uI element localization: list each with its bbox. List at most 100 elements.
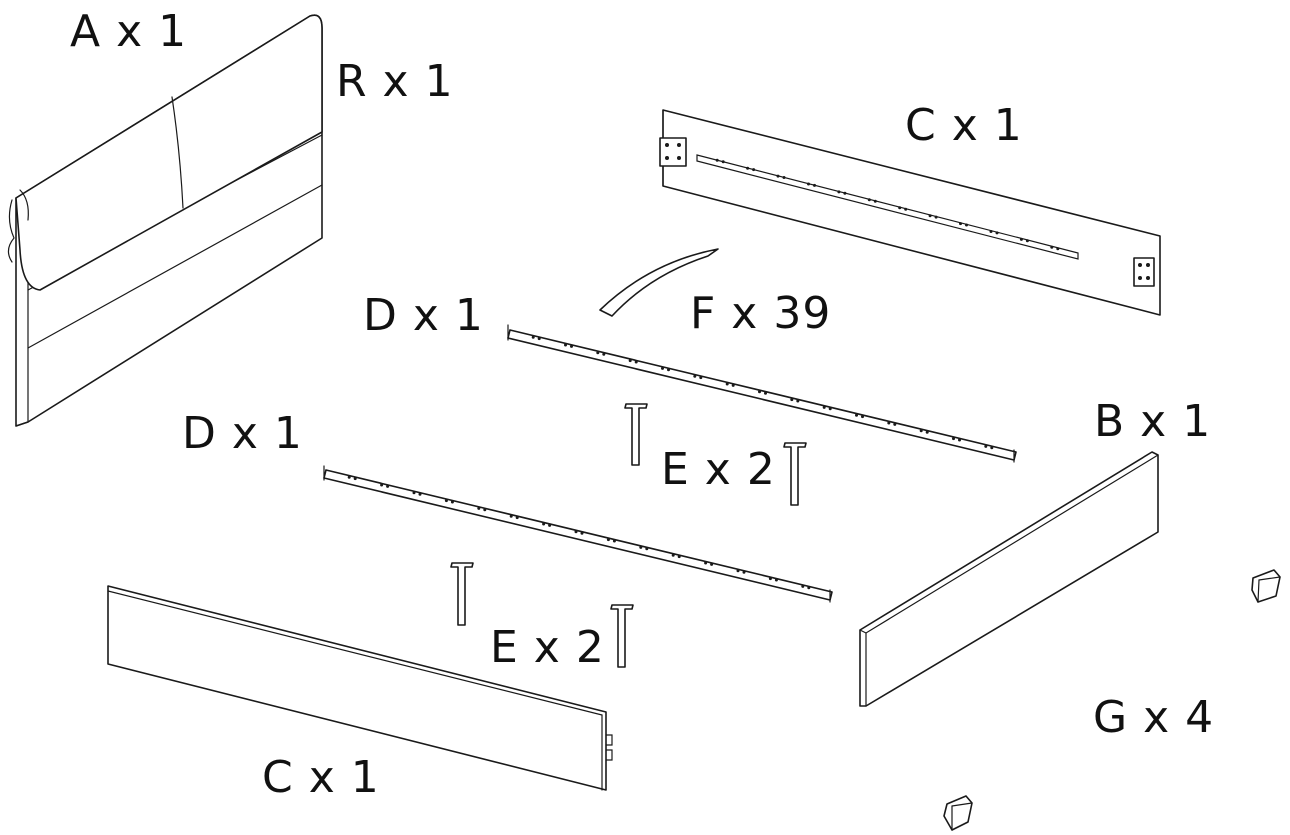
rail-hole bbox=[774, 578, 778, 582]
label-c-top: C x 1 bbox=[905, 100, 1023, 151]
rail-hole bbox=[483, 508, 487, 512]
rail-hole bbox=[758, 390, 761, 394]
label-e-top: E x 2 bbox=[661, 444, 776, 495]
rail-hole bbox=[628, 359, 632, 363]
rail-hole bbox=[606, 538, 610, 542]
bracket-bolt bbox=[665, 156, 669, 160]
rail-hole bbox=[867, 198, 871, 202]
rail-hole bbox=[1056, 247, 1060, 251]
rail-hole bbox=[418, 492, 422, 496]
rail-hole bbox=[347, 475, 351, 479]
rail-hole bbox=[764, 391, 767, 395]
part-e-bottom-legs bbox=[450, 562, 634, 668]
rail-hole bbox=[807, 586, 811, 590]
rail-hole bbox=[548, 523, 552, 527]
rail-hole bbox=[752, 168, 756, 172]
bracket-bolt bbox=[1138, 263, 1142, 267]
rail-hole bbox=[574, 530, 578, 534]
rail-hole bbox=[958, 438, 961, 442]
rail-hole bbox=[639, 545, 643, 549]
rail-hole bbox=[570, 344, 573, 348]
rail-hole bbox=[822, 405, 826, 409]
rail-hole bbox=[386, 484, 390, 488]
rail-hole bbox=[828, 407, 832, 411]
part-g-feet bbox=[943, 569, 1281, 831]
rail-hole bbox=[710, 562, 714, 566]
part-e-top-legs bbox=[624, 403, 807, 506]
label-c-bottom: C x 1 bbox=[262, 752, 380, 803]
label-f: F x 39 bbox=[690, 288, 831, 339]
rail-hole bbox=[353, 477, 357, 481]
rail-hole bbox=[837, 190, 841, 194]
rail-hole bbox=[677, 555, 681, 559]
rail-hole bbox=[1019, 237, 1023, 241]
rail-hole bbox=[796, 399, 800, 403]
rail-hole bbox=[380, 483, 384, 487]
rail-hole bbox=[768, 577, 772, 581]
rail-hole bbox=[934, 215, 938, 219]
rail-hole bbox=[898, 206, 902, 210]
rail-hole bbox=[893, 422, 897, 426]
rail-hole bbox=[990, 446, 994, 450]
rail-hole bbox=[919, 429, 923, 433]
bracket-bolt bbox=[1146, 276, 1150, 280]
rail-hole bbox=[776, 174, 780, 178]
rail-hole bbox=[515, 516, 519, 520]
rail-hole bbox=[450, 500, 454, 504]
rail-hole bbox=[807, 182, 810, 186]
rail-hole bbox=[444, 499, 448, 503]
rail-hole bbox=[984, 444, 988, 448]
rail-hole bbox=[634, 360, 638, 364]
rail-hole bbox=[412, 491, 416, 495]
rail-hole bbox=[965, 223, 968, 227]
label-e-bottom: E x 2 bbox=[490, 622, 605, 673]
bracket-bolt bbox=[1138, 276, 1142, 280]
rail-hole bbox=[671, 553, 675, 557]
holes-c-top bbox=[715, 158, 1060, 251]
rail-hole bbox=[531, 335, 535, 339]
rail-hole bbox=[715, 158, 719, 162]
rail-hole bbox=[782, 176, 786, 179]
rail-hole bbox=[790, 398, 794, 402]
rail-hole bbox=[989, 230, 993, 233]
rail-hole bbox=[855, 413, 858, 417]
rail-hole bbox=[746, 166, 750, 170]
rail-hole bbox=[801, 584, 805, 588]
rail-hole bbox=[477, 506, 481, 510]
bracket-bolt bbox=[677, 156, 681, 160]
part-d-top-rail bbox=[507, 324, 1017, 463]
rail-hole bbox=[704, 561, 708, 565]
rail-hole bbox=[699, 376, 703, 380]
rail-hole bbox=[952, 437, 955, 441]
rail-hole bbox=[509, 514, 513, 518]
part-r-cushion bbox=[7, 14, 323, 291]
rail-hole bbox=[843, 191, 847, 195]
rail-hole bbox=[667, 368, 670, 372]
rail-hole bbox=[602, 352, 606, 356]
bracket-bolt bbox=[1146, 263, 1150, 267]
rail-hole bbox=[721, 160, 725, 164]
rail-hole bbox=[928, 214, 932, 218]
rail-hole bbox=[813, 183, 816, 187]
rail-hole bbox=[693, 374, 697, 378]
rail-hole bbox=[925, 430, 929, 434]
rail-hole bbox=[645, 547, 649, 551]
part-c-bottom-rail bbox=[107, 585, 613, 791]
label-r: R x 1 bbox=[336, 56, 454, 107]
rail-hole bbox=[564, 343, 567, 347]
bracket-bolt bbox=[665, 143, 669, 147]
bracket-bolt bbox=[677, 143, 681, 147]
rail-hole bbox=[731, 383, 735, 387]
rail-hole bbox=[873, 199, 877, 203]
part-f-slat bbox=[599, 248, 719, 317]
holes-d-top bbox=[531, 335, 994, 450]
rail-hole bbox=[725, 382, 729, 386]
holes-d-bottom bbox=[347, 475, 811, 590]
rail-hole bbox=[580, 531, 584, 535]
label-d-bottom: D x 1 bbox=[182, 408, 303, 459]
rail-hole bbox=[736, 569, 740, 573]
rail-hole bbox=[959, 222, 962, 226]
label-g: G x 4 bbox=[1093, 692, 1214, 743]
rail-hole bbox=[612, 539, 616, 543]
